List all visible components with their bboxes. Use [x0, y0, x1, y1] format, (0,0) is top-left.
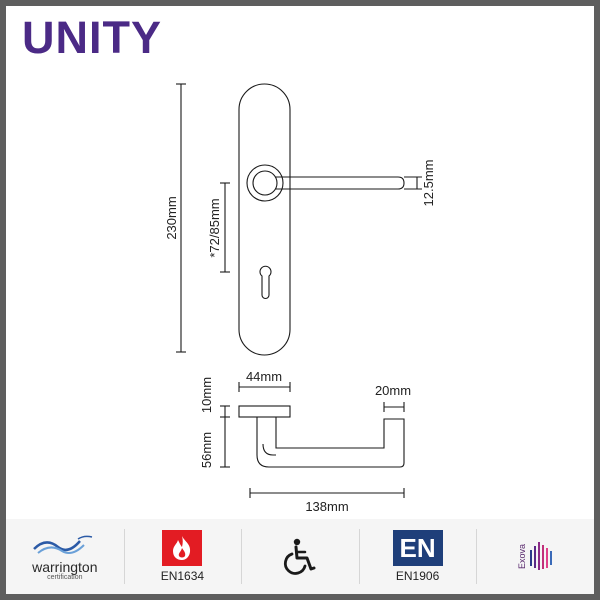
warrington-name: warrington [32, 558, 98, 575]
cert-exova: Exova [476, 519, 594, 594]
backplate-outline [238, 83, 291, 356]
wheelchair-accessibility-icon [283, 538, 316, 575]
dim-lever-end: 20mm [375, 383, 411, 398]
rose-inner [252, 170, 278, 196]
warrington-wave-icon [32, 535, 92, 554]
dim-centres: *72/85mm [207, 198, 222, 257]
dim-lever-length: 138mm [305, 499, 348, 514]
cert-en1634: EN1634 [123, 519, 242, 594]
dim-rose-depth: 10mm [199, 377, 214, 413]
exova-bars-icon [529, 541, 552, 570]
en1906-label: EN1906 [395, 569, 440, 583]
cert-en1906: EN EN1906 [358, 519, 477, 594]
warrington-sub: certification [47, 573, 83, 581]
cert-warrington: warrington certification [6, 519, 124, 594]
lever-outline [275, 176, 405, 190]
rose-outer [246, 164, 284, 202]
certification-strip: warrington certification EN1634 EN EN190… [6, 519, 594, 594]
fire-icon [162, 530, 203, 566]
brand-logo: UNITY [22, 12, 162, 63]
euro-keyhole [259, 265, 272, 300]
exova-name: Exova [516, 543, 527, 569]
dim-lever-diameter: 12.5mm [421, 160, 436, 207]
cert-accessibility [241, 519, 359, 594]
side-rose [238, 405, 291, 418]
dim-rose-width: 44mm [246, 369, 282, 384]
dim-overall-height: 230mm [164, 196, 179, 239]
en1634-label: EN1634 [160, 569, 205, 583]
en-badge-icon: EN [392, 530, 443, 566]
dim-lever-projection: 56mm [199, 432, 214, 468]
side-lever-outline [256, 417, 405, 468]
